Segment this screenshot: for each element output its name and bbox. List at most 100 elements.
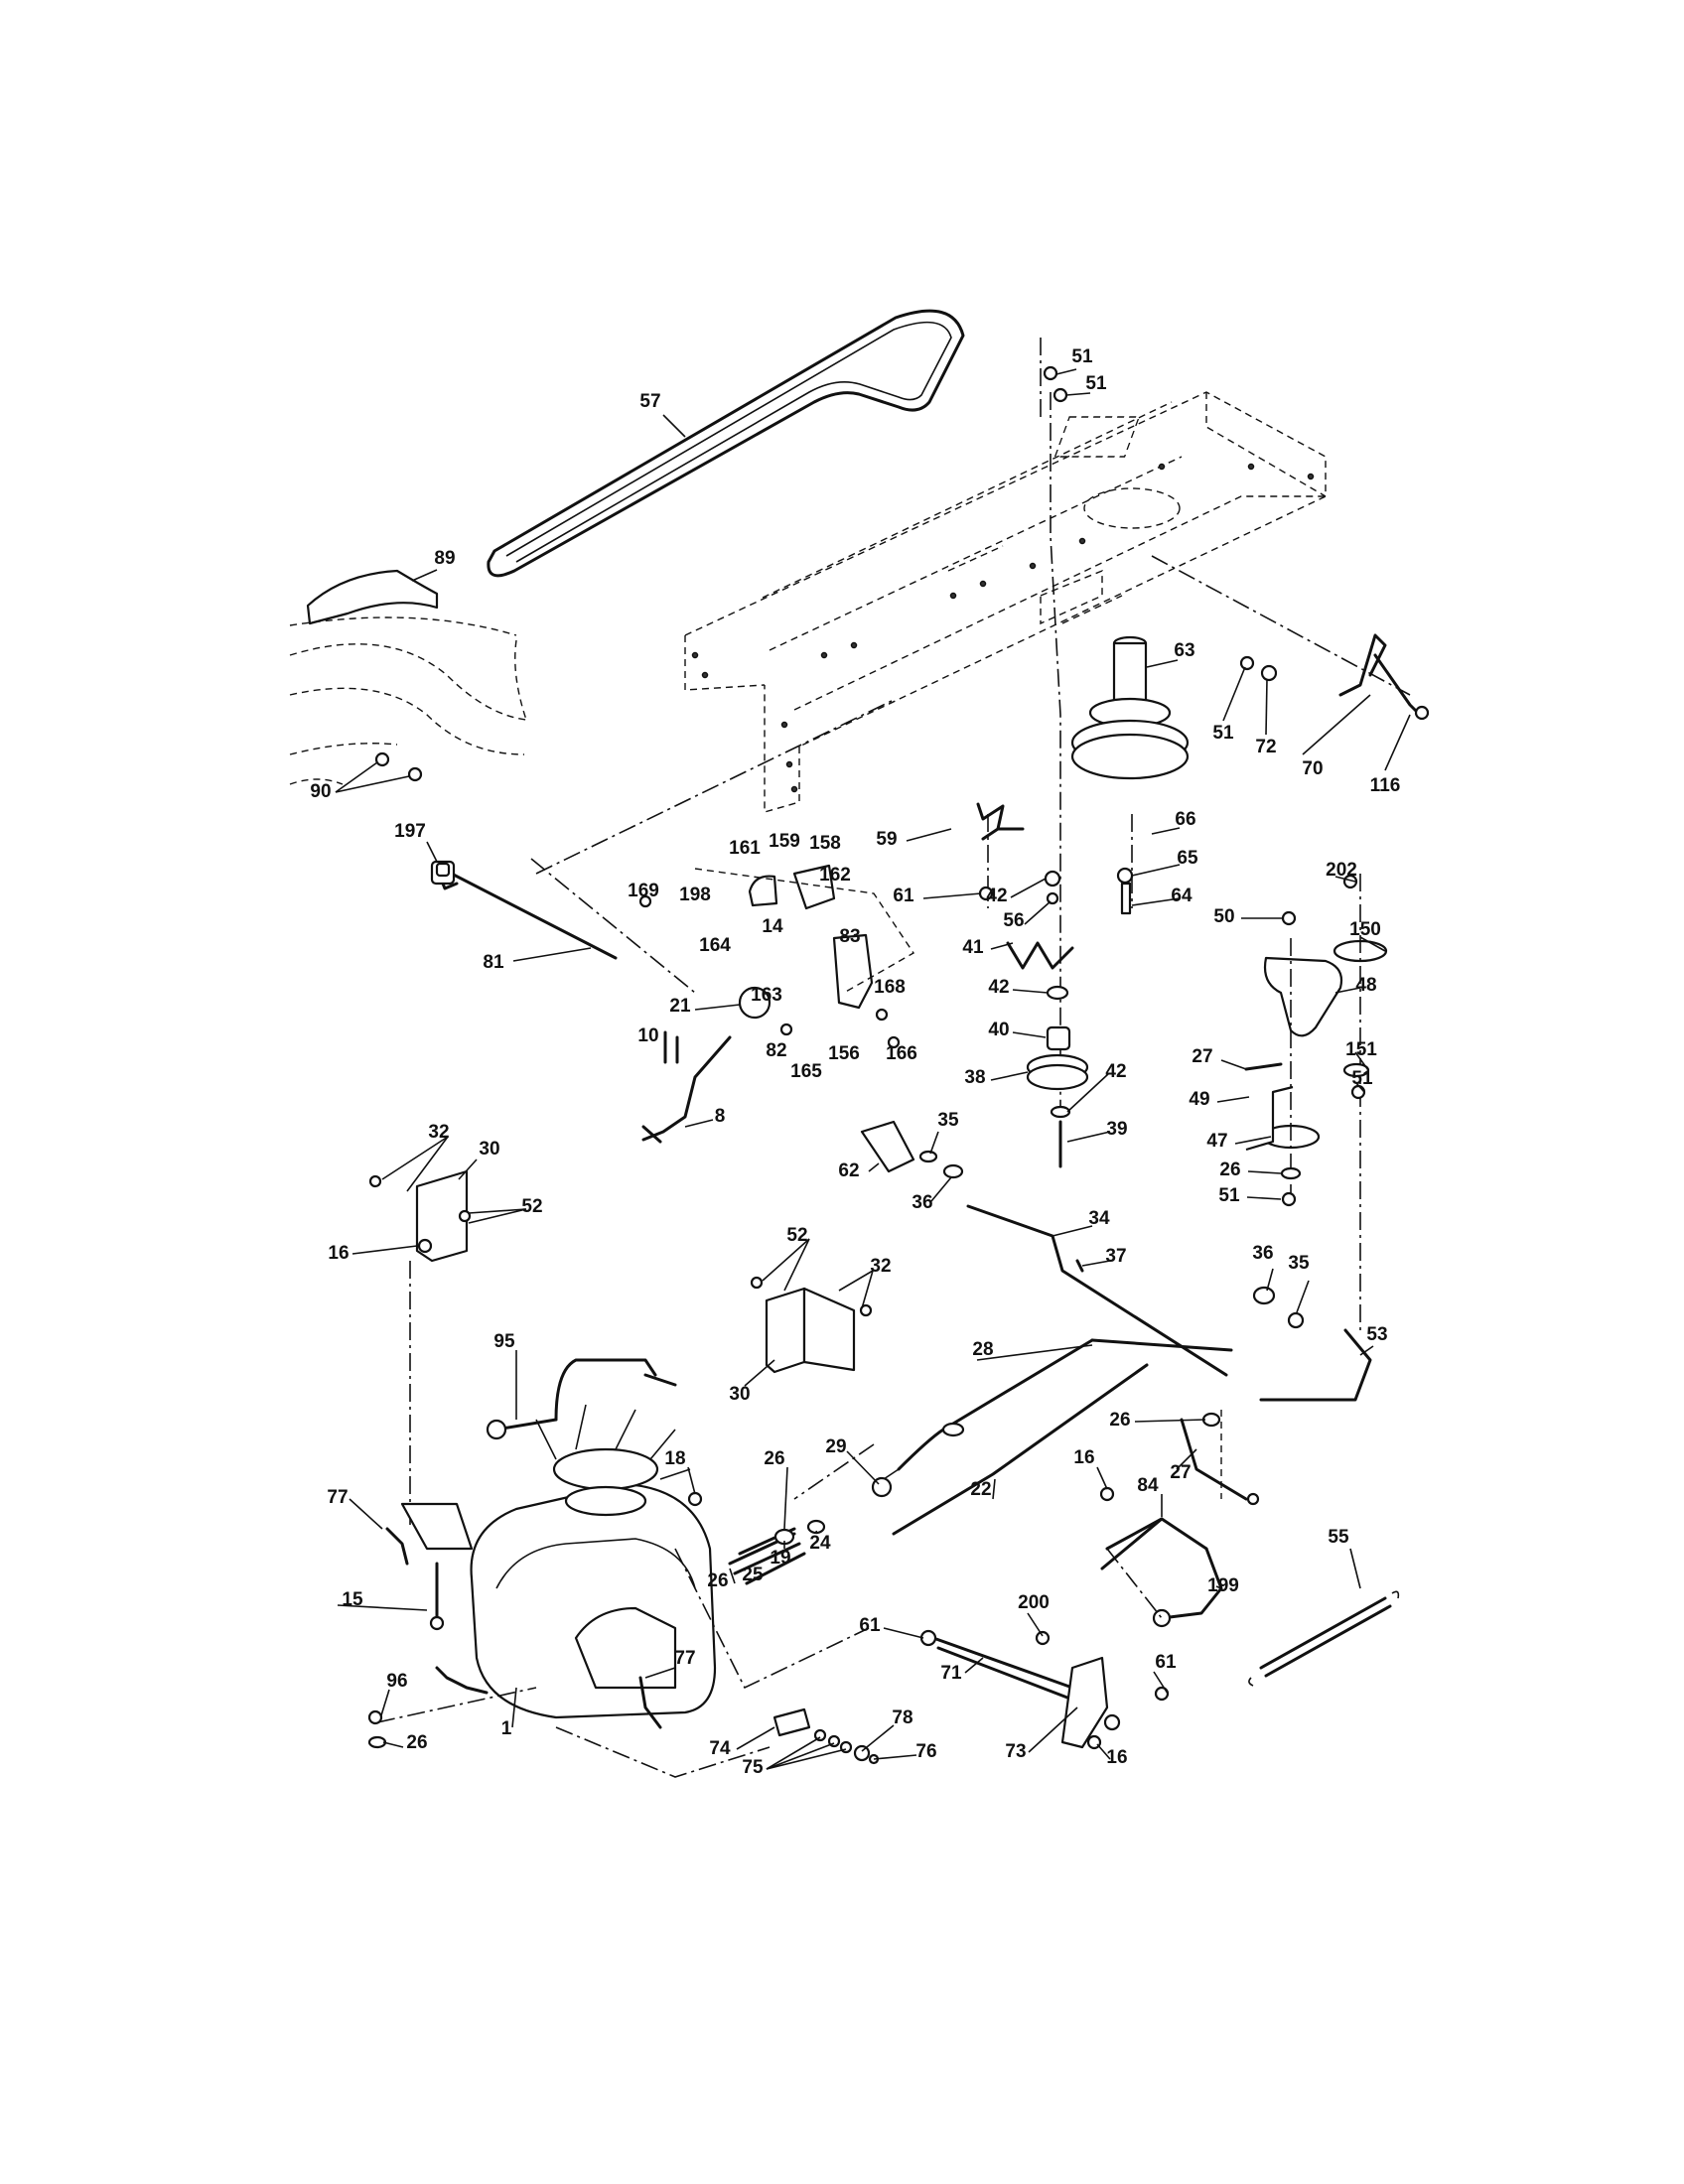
callout-72: 72 bbox=[1255, 737, 1276, 757]
axle-shaft bbox=[486, 1358, 677, 1440]
callout-16: 16 bbox=[1106, 1747, 1127, 1768]
callout-202: 202 bbox=[1326, 860, 1357, 881]
callout-82: 82 bbox=[766, 1040, 786, 1061]
callout-163: 163 bbox=[751, 985, 782, 1006]
callout-90: 90 bbox=[310, 781, 331, 802]
callout-19: 19 bbox=[770, 1548, 790, 1569]
callout-169: 169 bbox=[628, 881, 659, 901]
callout-199: 199 bbox=[1207, 1575, 1239, 1596]
callout-42: 42 bbox=[986, 886, 1007, 906]
mounting-bracket-upper bbox=[415, 1169, 469, 1263]
callout-36: 36 bbox=[912, 1192, 932, 1213]
callout-10: 10 bbox=[637, 1025, 658, 1046]
callout-75: 75 bbox=[742, 1757, 764, 1778]
callout-53: 53 bbox=[1366, 1324, 1387, 1345]
callout-76: 76 bbox=[915, 1741, 936, 1762]
callout-166: 166 bbox=[886, 1043, 917, 1064]
callout-162: 162 bbox=[819, 865, 851, 886]
mounting-bracket-lower bbox=[765, 1287, 856, 1374]
callout-96: 96 bbox=[386, 1671, 407, 1692]
callout-15: 15 bbox=[342, 1589, 363, 1610]
callout-77: 77 bbox=[674, 1648, 695, 1669]
callout-81: 81 bbox=[483, 952, 504, 973]
transaxle bbox=[400, 1404, 717, 1729]
callout-14: 14 bbox=[762, 916, 783, 937]
callout-165: 165 bbox=[790, 1061, 822, 1082]
callout-59: 59 bbox=[876, 829, 897, 850]
callout-56: 56 bbox=[1003, 910, 1024, 931]
callout-83: 83 bbox=[839, 926, 860, 947]
callout-1: 1 bbox=[501, 1718, 512, 1739]
callout-64: 64 bbox=[1171, 886, 1193, 906]
brake-rod bbox=[1100, 1517, 1223, 1628]
callout-51: 51 bbox=[1351, 1068, 1373, 1089]
callout-35: 35 bbox=[1288, 1253, 1310, 1274]
callout-26: 26 bbox=[1219, 1160, 1240, 1180]
callout-27: 27 bbox=[1170, 1462, 1191, 1483]
spacer bbox=[860, 1120, 964, 1179]
callout-198: 198 bbox=[679, 885, 711, 905]
callout-41: 41 bbox=[962, 937, 984, 958]
callout-34: 34 bbox=[1088, 1208, 1110, 1229]
callout-164: 164 bbox=[699, 935, 731, 956]
fender-outline bbox=[289, 569, 527, 785]
callout-161: 161 bbox=[729, 838, 761, 859]
callout-61: 61 bbox=[859, 1615, 881, 1636]
callout-16: 16 bbox=[328, 1243, 349, 1264]
callout-150: 150 bbox=[1349, 919, 1381, 940]
callout-22: 22 bbox=[970, 1479, 991, 1500]
callout-32: 32 bbox=[870, 1256, 891, 1277]
callout-26: 26 bbox=[707, 1570, 728, 1591]
callout-151: 151 bbox=[1345, 1039, 1377, 1060]
callout-61: 61 bbox=[1155, 1652, 1177, 1673]
callout-200: 200 bbox=[1018, 1592, 1050, 1613]
callout-40: 40 bbox=[988, 1020, 1009, 1040]
hardware-fasteners bbox=[367, 365, 1430, 1765]
callout-28: 28 bbox=[972, 1339, 993, 1360]
callout-77: 77 bbox=[327, 1487, 348, 1508]
callout-95: 95 bbox=[493, 1331, 515, 1352]
callout-36: 36 bbox=[1252, 1243, 1273, 1264]
callout-8: 8 bbox=[715, 1106, 726, 1127]
callout-16: 16 bbox=[1073, 1447, 1094, 1468]
callout-27: 27 bbox=[1192, 1046, 1212, 1067]
callout-42: 42 bbox=[988, 977, 1009, 998]
control-rods bbox=[871, 1204, 1372, 1536]
callout-51: 51 bbox=[1071, 346, 1093, 367]
callout-30: 30 bbox=[479, 1139, 499, 1160]
drive-belt bbox=[487, 309, 965, 578]
callout-61: 61 bbox=[893, 886, 914, 906]
tension-spring bbox=[1248, 1590, 1400, 1687]
callout-84: 84 bbox=[1137, 1475, 1159, 1496]
callout-49: 49 bbox=[1189, 1089, 1209, 1110]
callout-73: 73 bbox=[1005, 1741, 1026, 1762]
callout-57: 57 bbox=[639, 391, 660, 412]
callout-37: 37 bbox=[1105, 1246, 1126, 1267]
tractor-frame bbox=[684, 391, 1327, 813]
callout-29: 29 bbox=[825, 1436, 846, 1457]
callout-74: 74 bbox=[709, 1738, 731, 1759]
callout-18: 18 bbox=[664, 1448, 685, 1469]
callout-116: 116 bbox=[1370, 775, 1401, 796]
callout-156: 156 bbox=[828, 1043, 860, 1064]
engine-pulley bbox=[1070, 635, 1190, 780]
callout-197: 197 bbox=[394, 821, 426, 842]
callout-158: 158 bbox=[809, 833, 841, 854]
callout-65: 65 bbox=[1177, 848, 1198, 869]
callout-52: 52 bbox=[521, 1196, 542, 1217]
callout-66: 66 bbox=[1175, 809, 1195, 830]
callout-168: 168 bbox=[874, 977, 906, 998]
callout-32: 32 bbox=[428, 1122, 449, 1143]
callout-42: 42 bbox=[1105, 1061, 1126, 1082]
callout-159: 159 bbox=[769, 831, 800, 852]
callout-52: 52 bbox=[786, 1225, 807, 1246]
callout-26: 26 bbox=[406, 1732, 427, 1753]
callout-30: 30 bbox=[729, 1384, 750, 1405]
callout-89: 89 bbox=[434, 548, 455, 569]
callout-62: 62 bbox=[838, 1160, 859, 1181]
callout-70: 70 bbox=[1302, 758, 1323, 779]
lever-bracket bbox=[919, 1629, 1121, 1749]
callout-51: 51 bbox=[1218, 1185, 1240, 1206]
callout-26: 26 bbox=[764, 1448, 784, 1469]
